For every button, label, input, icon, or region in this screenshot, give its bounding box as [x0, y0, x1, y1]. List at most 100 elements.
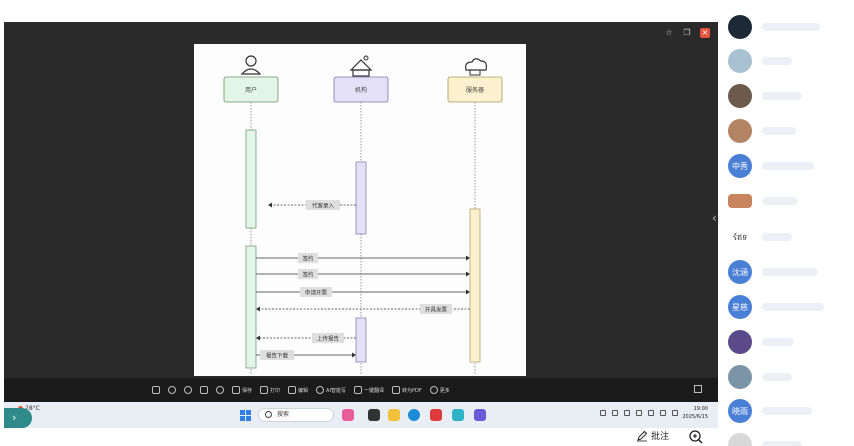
user-icon [240, 55, 262, 75]
avatar: 星慈 [728, 295, 752, 319]
message-label: 开具发票 [425, 306, 448, 314]
wps-icon[interactable] [430, 409, 442, 421]
edit-button[interactable]: 编辑 [288, 386, 308, 394]
avatar [728, 119, 752, 143]
message-label: 代客录入 [312, 202, 335, 210]
print-button[interactable]: 打印 [260, 386, 280, 394]
pen-icon [637, 430, 648, 441]
viewer-toolbar: 保存 打印 编辑 AI智能写 一键翻译 转为PDF 更多 [4, 378, 718, 402]
participant-item[interactable] [728, 329, 852, 355]
rotate-button[interactable] [200, 386, 208, 394]
search-icon [265, 411, 272, 418]
search-placeholder: 搜索 [277, 411, 290, 418]
participant-item[interactable]: 晓雨 [728, 398, 852, 424]
pin-icon[interactable]: ☆ [665, 28, 673, 37]
avatar [728, 194, 752, 208]
translate-icon [353, 386, 362, 394]
zoom-out-button[interactable] [184, 386, 192, 394]
translate-button[interactable]: 一键翻译 [353, 386, 384, 394]
avatar [728, 84, 752, 108]
participant-name [762, 303, 824, 311]
expand-panel-button[interactable]: › [4, 408, 32, 428]
ai-write-button[interactable]: AI智能写 [316, 386, 346, 394]
message-arrow: 代客录入 [268, 200, 356, 210]
restore-icon[interactable]: ❐ [683, 28, 691, 37]
pdf-icon [391, 386, 400, 394]
volume-icon[interactable] [660, 410, 666, 416]
participant-name [762, 441, 802, 446]
avatar [728, 365, 752, 389]
zoom-in-button[interactable] [168, 386, 176, 394]
annotate-button[interactable]: 批注 [636, 429, 669, 442]
taskbar-search[interactable]: 搜索 [258, 408, 334, 422]
participant-name [762, 127, 796, 135]
avatar: 沈涵 [728, 260, 752, 284]
activation-user-2 [245, 245, 257, 369]
edit-icon [288, 386, 297, 394]
avatar: 中秀 [728, 154, 752, 178]
avatar: 晓雨 [728, 399, 752, 423]
participant-item[interactable] [728, 48, 852, 74]
participant-item[interactable] [728, 83, 852, 109]
participant-list: 中秀 ร์ឥទ 沈涵 星慈 晓雨 [720, 0, 854, 446]
activation-user-1 [245, 129, 257, 229]
start-button[interactable] [240, 410, 252, 422]
pdf-button[interactable]: 转为PDF [391, 386, 422, 394]
app-icon[interactable] [474, 409, 486, 421]
actor-label: 机构 [355, 86, 367, 94]
participant-item[interactable] [728, 432, 852, 446]
participant-item[interactable] [728, 364, 852, 390]
fullscreen-icon[interactable] [694, 385, 702, 393]
participant-item[interactable]: ร์ឥទ [728, 224, 852, 250]
avatar [728, 433, 752, 446]
more-label: 更多 [439, 387, 450, 394]
edge-browser-icon[interactable] [408, 409, 420, 421]
fit-page-icon [152, 386, 160, 394]
message-label: 签约 [302, 271, 314, 279]
participant-item[interactable]: 沈涵 [728, 259, 852, 285]
microphone-icon[interactable] [624, 410, 630, 416]
message-label: 申请开票 [305, 289, 328, 297]
activation-server-1 [469, 208, 481, 363]
participant-name [762, 233, 792, 241]
avatar [728, 330, 752, 354]
message-arrow: 签约 [256, 253, 470, 263]
app-icon[interactable] [452, 409, 464, 421]
close-icon[interactable]: × [700, 28, 710, 38]
history-button[interactable] [216, 386, 224, 394]
participant-item[interactable]: 星慈 [728, 294, 852, 320]
zoom-in-icon[interactable] [688, 429, 704, 445]
translate-label: 一键翻译 [363, 387, 384, 394]
message-label: 报告下载 [266, 352, 289, 360]
chevron-up-icon[interactable] [600, 410, 606, 416]
annotate-label: 批注 [651, 432, 670, 442]
message-arrow: 报告下载 [256, 350, 356, 360]
print-icon [260, 386, 269, 394]
participant-item[interactable] [728, 14, 852, 40]
actor-label: 服务器 [466, 86, 484, 94]
actor-label: 用户 [245, 86, 257, 94]
institution-icon [349, 55, 373, 77]
fit-page-button[interactable] [152, 386, 160, 394]
participant-item[interactable]: 中秀 [728, 153, 852, 179]
ime-icon[interactable] [636, 410, 642, 416]
more-icon [429, 386, 438, 394]
bottom-bar: 批注 [620, 428, 854, 446]
battery-icon[interactable] [672, 410, 678, 416]
participant-name [762, 373, 792, 381]
participant-item[interactable] [728, 188, 852, 214]
chevron-left-icon[interactable]: ‹ [712, 211, 717, 225]
sequence-diagram: 用户 机构 服务器 代客录入 [194, 44, 526, 376]
participant-item[interactable] [728, 118, 852, 144]
message-arrow: 上传报告 [256, 333, 356, 343]
app-icon[interactable] [368, 409, 380, 421]
more-button[interactable]: 更多 [429, 386, 450, 394]
app-icon[interactable] [342, 409, 354, 421]
save-button[interactable]: 保存 [232, 386, 252, 394]
clock[interactable]: 19:00 2025/6/15 [682, 405, 708, 421]
message-label: 上传报告 [317, 335, 340, 343]
file-explorer-icon[interactable] [388, 409, 400, 421]
wifi-icon[interactable] [648, 410, 654, 416]
cloud-icon[interactable] [612, 410, 618, 416]
